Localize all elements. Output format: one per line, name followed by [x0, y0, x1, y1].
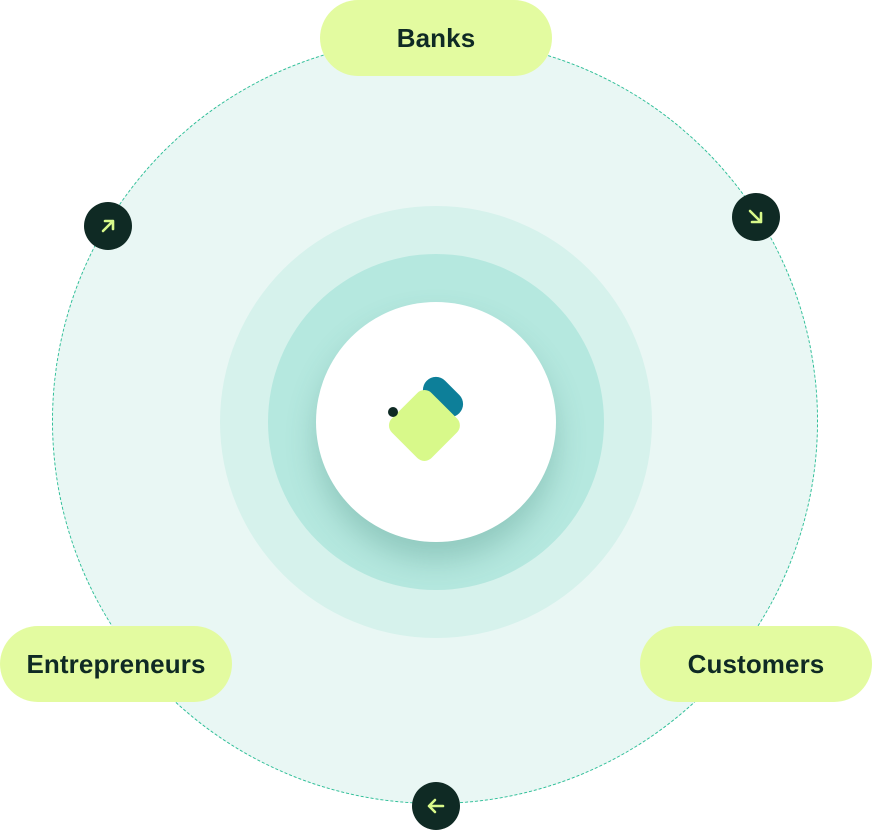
arrow-badge-top-left: [84, 202, 132, 250]
node-entrepreneurs: Entrepreneurs: [0, 626, 232, 702]
arrow-up-right-icon: [101, 219, 115, 233]
arrow-down-right-icon: [748, 209, 763, 224]
node-banks: Banks: [320, 0, 552, 76]
node-customers: Customers: [640, 626, 872, 702]
arrow-badge-top-right: [732, 193, 780, 241]
arrow-badge-bottom: [412, 782, 460, 830]
logo-teal-bar: [422, 376, 464, 418]
arrow-left-icon: [427, 798, 445, 814]
node-banks-label: Banks: [396, 22, 476, 53]
logo-lime-diamond: [388, 390, 460, 461]
node-customers-label: Customers: [687, 648, 825, 679]
node-entrepreneurs-label: Entrepreneurs: [26, 648, 206, 679]
logo-dot: [388, 407, 398, 417]
brand-logo-icon: [388, 376, 464, 461]
